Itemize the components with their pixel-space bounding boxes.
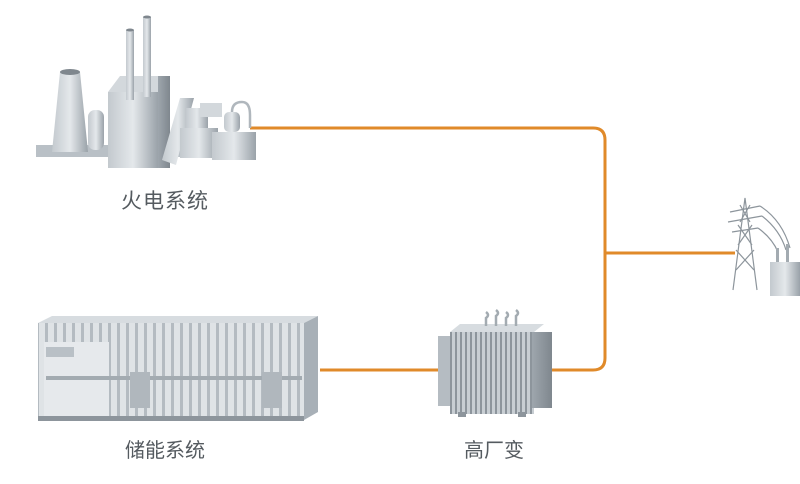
transmission-tower-substation-icon xyxy=(727,197,800,296)
thermal-power-plant-icon xyxy=(36,15,256,168)
transformer-icon xyxy=(438,309,552,417)
energy-storage-container-icon xyxy=(38,316,318,421)
transformer-label: 高厂变 xyxy=(464,438,524,462)
line-thermal-to-grid xyxy=(250,126,607,372)
connection-lines xyxy=(250,126,735,372)
thermal-power-label: 火电系统 xyxy=(121,189,209,213)
energy-storage-label: 储能系统 xyxy=(125,438,205,462)
